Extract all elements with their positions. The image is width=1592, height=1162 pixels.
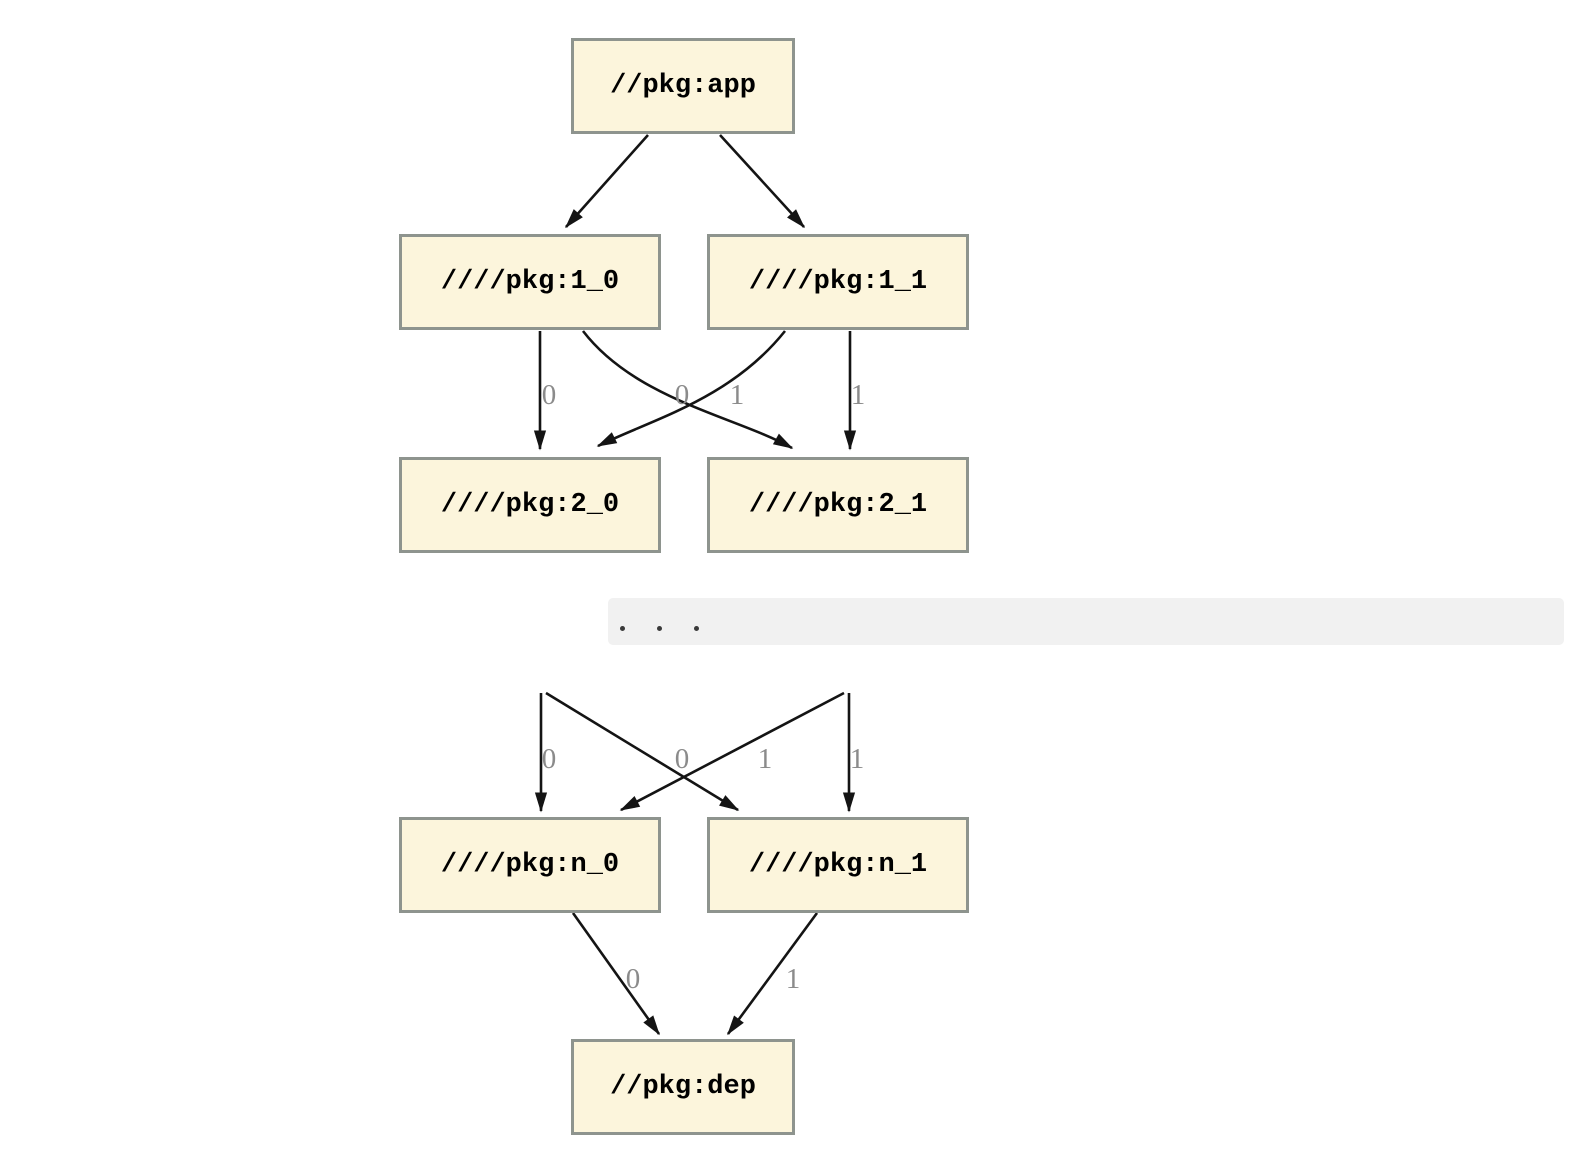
edge-n_1-to-dep [726, 912, 819, 1036]
edge-group [533, 134, 857, 1036]
graph-node-label: ////pkg:n_1 [748, 850, 928, 880]
edge-label: 0 [675, 743, 690, 775]
graph-node-1_0: ////pkg:1_0 [399, 234, 661, 330]
edge-app-to-1_0 [565, 134, 649, 229]
ellipsis-dot-icon [657, 626, 662, 631]
graph-node-app: //pkg:app [571, 38, 795, 134]
edge-1_1-to-2_0 [596, 330, 787, 448]
edge-ellipsis-to-n_0 [619, 691, 845, 812]
graph-node-label: ////pkg:2_1 [748, 490, 928, 520]
graph-node-label: ////pkg:1_0 [440, 267, 620, 297]
graph-node-dep: //pkg:dep [571, 1039, 795, 1135]
graph-node-n_0: ////pkg:n_0 [399, 817, 661, 913]
graph-node-label: //pkg:app [610, 71, 756, 101]
graph-node-2_1: ////pkg:2_1 [707, 457, 969, 553]
graph-node-label: ////pkg:2_0 [440, 490, 620, 520]
graph-node-label: ////pkg:n_0 [440, 850, 620, 880]
edge-label-group: 0 1 0 1 0 1 0 1 0 1 [542, 379, 866, 995]
edge-n_0-to-dep [571, 912, 661, 1036]
edge-label: 0 [675, 379, 690, 411]
edge-ellipsis-to-n_1 [545, 691, 740, 812]
edge-label: 1 [786, 963, 801, 995]
graph-node-2_0: ////pkg:2_0 [399, 457, 661, 553]
graph-node-label: //pkg:dep [610, 1072, 756, 1102]
edge-label: 1 [730, 379, 745, 411]
edge-label: 1 [850, 743, 865, 775]
edge-label: 0 [542, 743, 557, 775]
ellipsis-dot-icon [694, 626, 699, 631]
edge-label: 0 [626, 963, 641, 995]
ellipsis-band [608, 598, 1564, 645]
graph-node-label: ////pkg:1_1 [748, 267, 928, 297]
edge-1_0-to-2_1 [581, 330, 794, 450]
edge-label: 1 [758, 743, 773, 775]
graph-node-n_1: ////pkg:n_1 [707, 817, 969, 913]
graph-node-1_1: ////pkg:1_1 [707, 234, 969, 330]
edge-app-to-1_1 [719, 134, 805, 229]
ellipsis-dot-icon [620, 626, 625, 631]
edge-label: 0 [542, 379, 557, 411]
edge-label: 1 [851, 379, 866, 411]
ellipsis-dots-icon [620, 626, 731, 631]
